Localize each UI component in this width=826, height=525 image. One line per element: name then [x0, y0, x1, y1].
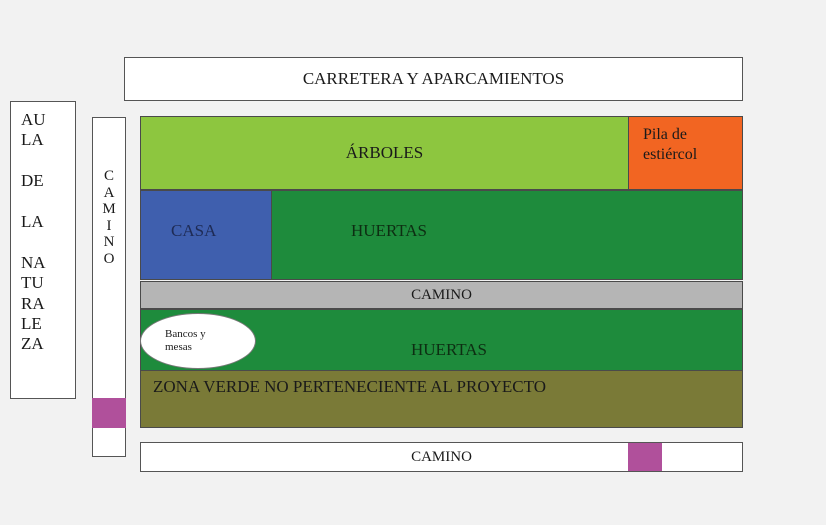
zona-verde-label: ZONA VERDE NO PERTENECIENTE AL PROYECTO	[153, 377, 546, 396]
camino-middle-area: CAMINO	[140, 281, 743, 309]
pila-estiercol-label: Pila de estiércol	[643, 126, 698, 163]
pila-estiercol-area: Pila de estiércol	[628, 116, 743, 190]
camino-letter: O	[103, 250, 115, 267]
camino-letter: A	[103, 184, 115, 201]
zona-verde-area: ZONA VERDE NO PERTENECIENTE AL PROYECTO	[140, 370, 743, 428]
camino-letter: I	[106, 217, 112, 234]
camino-vertical-label: C A M I N O	[93, 168, 125, 267]
camino-bottom-label: CAMINO	[411, 448, 472, 465]
aula-naturaleza-label: AU LA DE LA NA TU RA LE ZA	[21, 110, 46, 354]
arboles-area: ÁRBOLES	[140, 116, 629, 190]
huertas-bottom-label: HUERTAS	[411, 340, 488, 359]
casa-area: CASA	[140, 190, 272, 280]
aula-naturaleza-box: AU LA DE LA NA TU RA LE ZA	[10, 101, 76, 399]
arboles-label: ÁRBOLES	[345, 143, 424, 162]
huertas-top-label: HUERTAS	[351, 221, 428, 240]
carretera-box: CARRETERA Y APARCAMIENTOS	[124, 57, 743, 101]
bancos-mesas-ellipse: Bancos y mesas	[140, 313, 256, 369]
camino-letter: M	[102, 201, 116, 217]
camino-letter: N	[103, 234, 115, 250]
purple-marker-left	[92, 398, 126, 428]
purple-marker-bottom	[628, 443, 662, 471]
camino-middle-label: CAMINO	[411, 286, 472, 303]
camino-letter: C	[103, 168, 114, 184]
bancos-mesas-label: Bancos y mesas	[165, 328, 206, 354]
carretera-label: CARRETERA Y APARCAMIENTOS	[302, 69, 565, 88]
casa-label: CASA	[171, 221, 217, 240]
